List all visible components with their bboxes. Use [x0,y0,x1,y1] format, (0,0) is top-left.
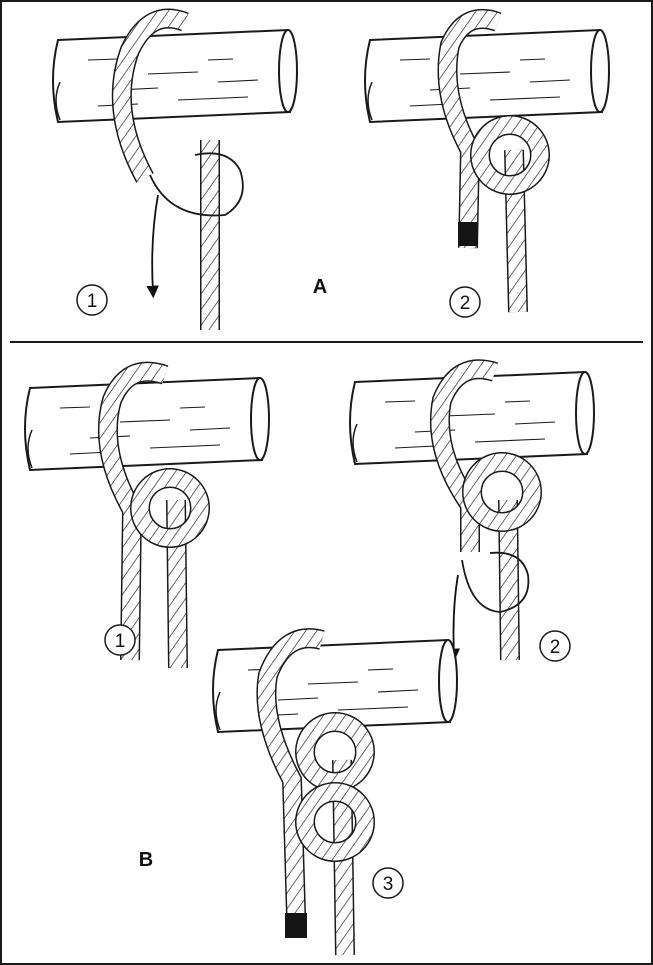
rope-icon [429,359,542,661]
rope-icon [111,8,244,330]
step-b1 [24,361,270,669]
step-a2 [364,8,610,318]
step-badge [76,284,108,316]
step-badge [449,286,481,318]
whipping-icon [285,913,307,938]
step-number: 3 [383,874,394,895]
log-icon [349,371,595,465]
rope-icon [256,628,375,956]
rope-icon [437,8,550,313]
step-number: 2 [460,293,471,314]
whipping-icon [458,222,478,246]
step-b2 [349,359,595,662]
step-number: 1 [115,631,126,652]
arrow-down-icon [146,194,159,299]
section-label-a: A [313,276,327,298]
section-label-b: B [139,849,153,871]
step-number: 1 [87,291,98,312]
step-badge [372,867,404,899]
log-icon [52,29,298,123]
step-number: 2 [550,637,561,658]
step-badge [104,624,136,656]
log-icon [24,377,270,471]
step-b3 [212,628,458,956]
log-icon [364,29,610,123]
arrow-down-icon [447,574,461,662]
step-badge [539,630,571,662]
step-a1 [52,8,298,330]
rope-icon [97,361,210,669]
